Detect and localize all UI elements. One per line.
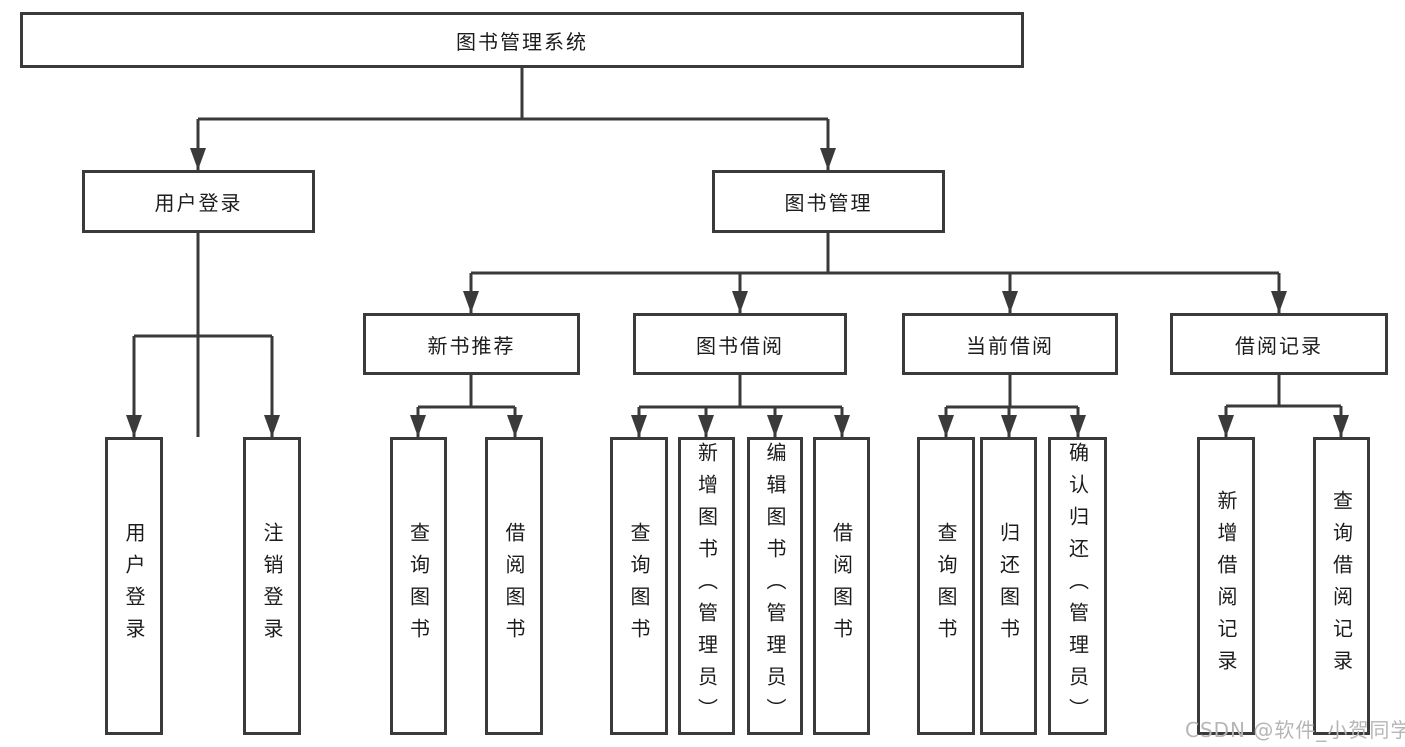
leaf-label: 查询图书 xyxy=(627,522,651,650)
leaf-label: 用户登录 xyxy=(122,522,146,650)
leaf-label: 查询图书 xyxy=(934,522,958,650)
leaf-query-books-current: 查询图书 xyxy=(917,437,975,735)
leaf-label: 借阅图书 xyxy=(829,522,854,650)
leaf-label: 新增借阅记录 xyxy=(1214,490,1238,682)
arrowheads xyxy=(126,148,1349,437)
leaf-return-books: 归还图书 xyxy=(980,437,1037,735)
leaf-edit-books-admin: 编辑图书（管理员） xyxy=(747,437,803,735)
leaf-query-books-recommend: 查询图书 xyxy=(390,437,447,735)
leaf-confirm-return-admin: 确认归还（管理员） xyxy=(1048,437,1107,735)
leaf-borrow-books: 借阅图书 xyxy=(813,437,870,735)
leaf-query-books-borrow: 查询图书 xyxy=(610,437,668,735)
leaf-label: 编辑图书（管理员） xyxy=(763,442,787,730)
node-book-borrow: 图书借阅 xyxy=(633,313,847,375)
leaf-label: 新增图书（管理员） xyxy=(694,442,719,730)
leaf-add-books-admin: 新增图书（管理员） xyxy=(678,437,735,735)
node-user-login: 用户登录 xyxy=(82,170,315,233)
leaf-label: 借阅图书 xyxy=(502,522,526,650)
leaf-add-borrow-record: 新增借阅记录 xyxy=(1197,437,1255,735)
node-new-book-recommend: 新书推荐 xyxy=(363,313,580,375)
leaf-label: 归还图书 xyxy=(996,522,1021,650)
node-borrow-records: 借阅记录 xyxy=(1170,313,1388,375)
node-library-management-system: 图书管理系统 xyxy=(20,12,1024,68)
leaf-label: 查询图书 xyxy=(406,522,431,650)
csdn-watermark: CSDN @软件_小贺同学 xyxy=(1185,718,1405,742)
node-book-management: 图书管理 xyxy=(712,170,945,233)
leaf-borrow-books-recommend: 借阅图书 xyxy=(485,437,543,735)
leaf-label: 确认归还（管理员） xyxy=(1065,442,1090,730)
leaf-logout: 注销登录 xyxy=(243,437,301,735)
leaf-label: 查询借阅记录 xyxy=(1329,490,1354,682)
node-current-borrow: 当前借阅 xyxy=(902,313,1118,375)
leaf-query-borrow-record: 查询借阅记录 xyxy=(1313,437,1370,735)
leaf-user-login: 用户登录 xyxy=(105,437,163,735)
leaf-label: 注销登录 xyxy=(260,522,284,650)
